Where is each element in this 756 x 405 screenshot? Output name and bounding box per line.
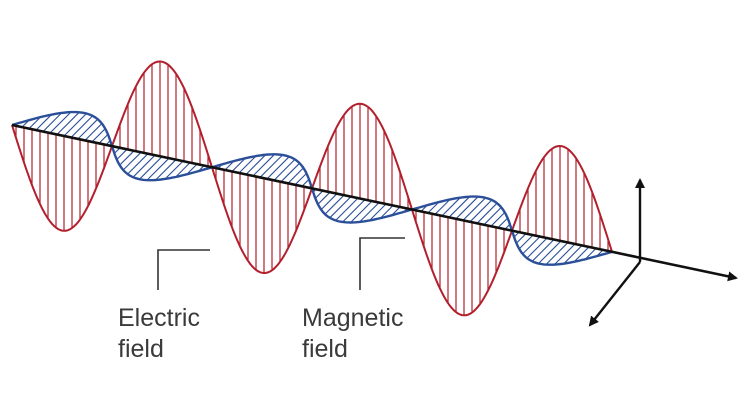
magnetic-field-hatch-line — [245, 154, 267, 175]
magnetic-field-hatch-line — [42, 112, 62, 132]
magnetic-field-hatch-line — [119, 150, 135, 166]
magnetic-field-hatch-line — [63, 113, 87, 137]
magnetic-field-hatch-line — [573, 246, 590, 263]
magnetic-field-hatch-line — [490, 212, 506, 227]
magnetic-field-hatch-line — [28, 116, 41, 129]
propagation-axis-arrow — [11, 123, 738, 282]
magnetic-field-label-line2: field — [302, 335, 348, 363]
magnetic-field-hatch-line — [434, 199, 451, 215]
magnetic-field-hatch-line — [462, 197, 486, 221]
magnetic-field-hatch-line — [441, 197, 461, 217]
magnetic-field-hatch-line — [186, 163, 198, 175]
electric-field-label: Electric field — [118, 303, 200, 365]
magnetic-field-hatch-line — [324, 194, 345, 215]
magnetic-field-hatch-line — [287, 167, 304, 184]
magnetic-field-hatch-line — [320, 193, 338, 210]
magnetic-field-hatch-line — [531, 239, 555, 262]
magnetic-field-hatch-line — [317, 191, 331, 205]
magnetic-field-hatch-line — [175, 162, 191, 178]
magnetic-field-hatch-line — [116, 148, 128, 160]
magnetic-field-hatch-line — [294, 173, 307, 186]
magnetic-field-hatch-line — [132, 154, 156, 178]
magnetic-field-label-line1: Magnetic — [302, 304, 404, 332]
magnetic-field-hatch-line — [155, 159, 177, 181]
magnetic-field-hatch-line — [516, 233, 527, 244]
magnetic-field-hatch-line — [584, 248, 597, 260]
magnetic-field-hatch-line — [359, 202, 380, 223]
magnetic-field-hatch-line — [522, 236, 541, 255]
magnetic-field-hatch-line — [545, 242, 569, 265]
magnetic-field-hatch-line — [329, 196, 352, 219]
magnetic-field-hatch-line — [127, 153, 149, 175]
electric-field-label-line2: field — [118, 335, 164, 363]
magnetic-field-hatching — [14, 111, 611, 265]
magnetic-field-hatch-line — [476, 202, 498, 224]
magnetic-field-label: Magnetic field — [302, 303, 403, 365]
magnetic-field-hatch-line — [231, 157, 246, 172]
magnetic-field-hatch-line — [164, 160, 184, 180]
magnetic-field-hatch-line — [273, 159, 296, 181]
magnetic-field-hatch-line — [497, 217, 508, 229]
magnetic-field-hatch-line — [315, 190, 324, 199]
magnetic-field-hatch-line — [259, 154, 283, 178]
magnetic-field-hatch-line — [122, 151, 142, 171]
magnetic-field-hatch-line — [518, 234, 534, 250]
magnetic-field-hatch-line — [98, 134, 109, 144]
magnetic-field-hatch-line — [469, 199, 493, 223]
magnetic-field-hatch-line — [342, 199, 366, 223]
magnetic-field-hatch-line — [335, 197, 359, 221]
magnetic-field-hatch-line — [448, 196, 470, 218]
magnetic-field-hatch-line — [84, 123, 103, 141]
magnetic-field-hatch-line — [49, 111, 72, 134]
xyz-axes-icon — [588, 178, 645, 327]
electric-field-leader-line — [157, 249, 210, 290]
magnetic-field-hatch-line — [238, 155, 257, 174]
magnetic-field-hatch-line — [350, 200, 373, 223]
magnetic-field-hatch-line — [455, 196, 479, 220]
magnetic-field-hatch-line — [554, 243, 576, 265]
magnetic-field-hatch-line — [280, 162, 300, 183]
electric-field-label-line1: Electric — [118, 304, 200, 332]
magnetic-field-hatch-line — [35, 114, 52, 131]
magnetic-field-hatch-line — [427, 201, 440, 214]
magnetic-field-hatch-line — [483, 207, 502, 226]
electric-field-hatching — [15, 61, 609, 316]
magnetic-field-hatch-line — [56, 111, 80, 135]
magnetic-field-hatch-line — [301, 178, 310, 187]
magnetic-field-hatch-line — [369, 203, 387, 221]
magnetic-field-hatch-line — [526, 237, 548, 259]
magnetic-field-hatch-line — [70, 115, 93, 138]
magnetic-field-hatch-line — [139, 156, 163, 180]
magnetic-field-hatch-line — [563, 245, 583, 265]
diagonal-axis-arrow — [588, 261, 641, 327]
magnetic-field-hatch-line — [538, 240, 562, 264]
magnetic-field-hatch-line — [266, 156, 290, 180]
magnetic-field-leader-line — [359, 237, 405, 290]
magnetic-field-hatch-line — [146, 157, 170, 181]
magnetic-field-hatch-line — [380, 205, 394, 219]
magnetic-field-hatch-line — [91, 128, 106, 143]
magnetic-field-hatch-line — [252, 153, 275, 177]
magnetic-field-hatch-line — [77, 118, 99, 140]
